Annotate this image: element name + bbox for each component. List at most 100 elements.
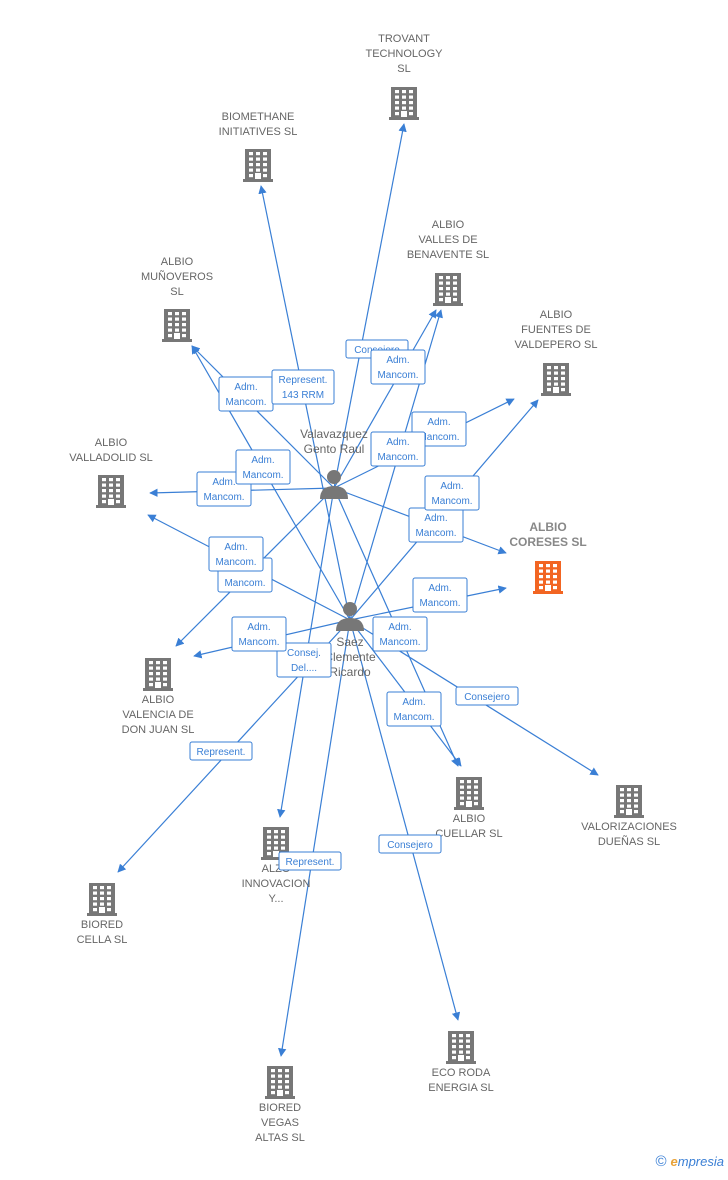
edge-label-box	[372, 616, 428, 652]
company-node-eco_roda[interactable]: ECO RODA ENERGIA SL	[428, 1031, 494, 1094]
edge-label-valavazquez-to-albio_valles[interactable]: Adm.Mancom.	[370, 349, 426, 385]
company-node-albio_fuentes[interactable]: ALBIO FUENTES DE VALDEPERO SL	[515, 309, 598, 396]
edge-label-box	[378, 834, 442, 854]
edge-label-box	[370, 349, 426, 385]
edge-label-text: Mancom.	[224, 578, 265, 589]
company-node-albio_valles[interactable]: ALBIO VALLES DE BENAVENTE SL	[407, 219, 489, 306]
edge-label-box	[386, 691, 442, 727]
company-label: CUELLAR SL	[435, 828, 502, 840]
edge-label-text: Mancom.	[379, 637, 420, 648]
company-label: VALDEPERO SL	[515, 339, 598, 351]
brand-logo-letter: e	[670, 1154, 678, 1169]
edge-label-text: Mancom.	[419, 598, 460, 609]
edge-label-box	[412, 577, 468, 613]
building-icon	[162, 309, 192, 342]
edge-label-box	[455, 686, 519, 706]
edge-label-saez-to-albio_valladolid[interactable]: Adm.Mancom.	[208, 536, 264, 572]
edge-label-text: Adm.	[212, 477, 235, 488]
company-label: VALENCIA DE	[122, 709, 193, 721]
edge-label-valavazquez-to-albio_munoveros[interactable]: Adm. Mancom.	[218, 376, 274, 412]
person-label: Saez	[336, 635, 363, 649]
company-label: ECO RODA	[432, 1067, 491, 1079]
edge-label-text: Adm.	[234, 382, 257, 393]
edge-label-box	[370, 431, 426, 467]
edge-label-saez-to-biomethane[interactable]: Represent. 143 RRM	[271, 369, 335, 405]
company-label: TECHNOLOGY	[365, 48, 443, 60]
person-icon	[320, 470, 348, 499]
empresia-brand[interactable]: ©empresia	[655, 1153, 724, 1170]
company-label: FUENTES DE	[521, 324, 591, 336]
edge-label-saez-to-albio_fuentes[interactable]: Adm.Mancom.	[424, 475, 480, 511]
building-icon	[87, 883, 117, 916]
person-label: Gento Raul	[304, 442, 365, 456]
edge-label-text: Adm.	[251, 455, 274, 466]
edge-label-saez-to-biored_cella[interactable]: Represent.	[189, 741, 253, 761]
edge-label-saez-to-eco_roda[interactable]: Consejero	[378, 834, 442, 854]
person-label: Valavazquez	[300, 427, 368, 441]
company-label: TROVANT	[378, 33, 430, 45]
company-label: ALBIO	[95, 437, 128, 449]
edge-label-text: 143 RRM	[282, 390, 324, 401]
copyright-icon: ©	[655, 1153, 667, 1170]
edge-label-box	[271, 369, 335, 405]
edge-valavazquez-to-albio_munoveros	[191, 345, 335, 489]
edge-label-valavazquez-to-albio_cuellar[interactable]: Adm.Mancom.	[372, 616, 428, 652]
edge-label-box	[189, 741, 253, 761]
edge-label-box	[276, 642, 332, 678]
edge-label-text: Mancom.	[225, 397, 266, 408]
edge-label-text: Consejero	[387, 840, 433, 851]
edge-label-valavazquez-to-albio_coreses[interactable]: Adm.Mancom.	[408, 507, 464, 543]
company-label: BIOMETHANE	[222, 111, 295, 123]
edge-label-saez-to-albio_munoveros[interactable]: Adm.Mancom.	[235, 449, 291, 485]
building-icon	[243, 149, 273, 182]
company-node-biomethane[interactable]: BIOMETHANE INITIATIVES SL	[219, 111, 298, 182]
edge-label-text: Adm.	[386, 437, 409, 448]
company-label: ALBIO	[432, 219, 465, 231]
building-icon	[96, 475, 126, 508]
company-label: ENERGIA SL	[428, 1082, 493, 1094]
edge-label-text: Mancom.	[431, 496, 472, 507]
company-label: DUEÑAS SL	[598, 835, 660, 848]
building-icon	[261, 827, 291, 860]
edge-label-box	[278, 851, 342, 871]
company-label: VALLES DE	[418, 234, 477, 246]
company-label: BIORED	[81, 919, 123, 931]
company-label: INITIATIVES SL	[219, 126, 298, 138]
edge-label-text: Represent.	[197, 747, 246, 758]
edge-label-saez-to-albio_cuellar[interactable]: Adm. Mancom.	[386, 691, 442, 727]
company-label: VEGAS	[261, 1117, 299, 1129]
edge-label-text: Represent.	[279, 375, 328, 386]
company-node-alzo[interactable]: ALZOINNOVACIONY...	[242, 827, 311, 905]
edge-label-text: Mancom.	[377, 452, 418, 463]
company-label: ALBIO	[540, 309, 573, 321]
edge-label-text: Mancom.	[393, 712, 434, 723]
building-icon	[541, 363, 571, 396]
edge-label-saez-to-valorizaciones[interactable]: Consejero	[455, 686, 519, 706]
edge-saez-to-eco_roda	[349, 619, 461, 1021]
edge-label-saez-to-albio_coreses[interactable]: Adm. Mancom.	[412, 577, 468, 613]
company-label: BIORED	[259, 1102, 301, 1114]
edge-label-text: Adm.	[428, 583, 451, 594]
edge-label-saez-to-albio_valencia[interactable]: Adm.Mancom.	[231, 616, 287, 652]
edge-label-text: Mancom.	[203, 492, 244, 503]
company-label: ALBIO	[529, 520, 566, 534]
company-label: INNOVACION	[242, 878, 311, 890]
edge-label-text: Adm.	[402, 697, 425, 708]
edge-label-valavazquez-to-alzo[interactable]: Consej.Del....	[276, 642, 332, 678]
edge-label-saez-to-albio_valles[interactable]: Adm. Mancom.	[370, 431, 426, 467]
company-label: BENAVENTE SL	[407, 249, 489, 261]
edge-label-saez-to-biored_vegas[interactable]: Represent.	[278, 851, 342, 871]
edge-label-text: Consej.	[287, 648, 321, 659]
